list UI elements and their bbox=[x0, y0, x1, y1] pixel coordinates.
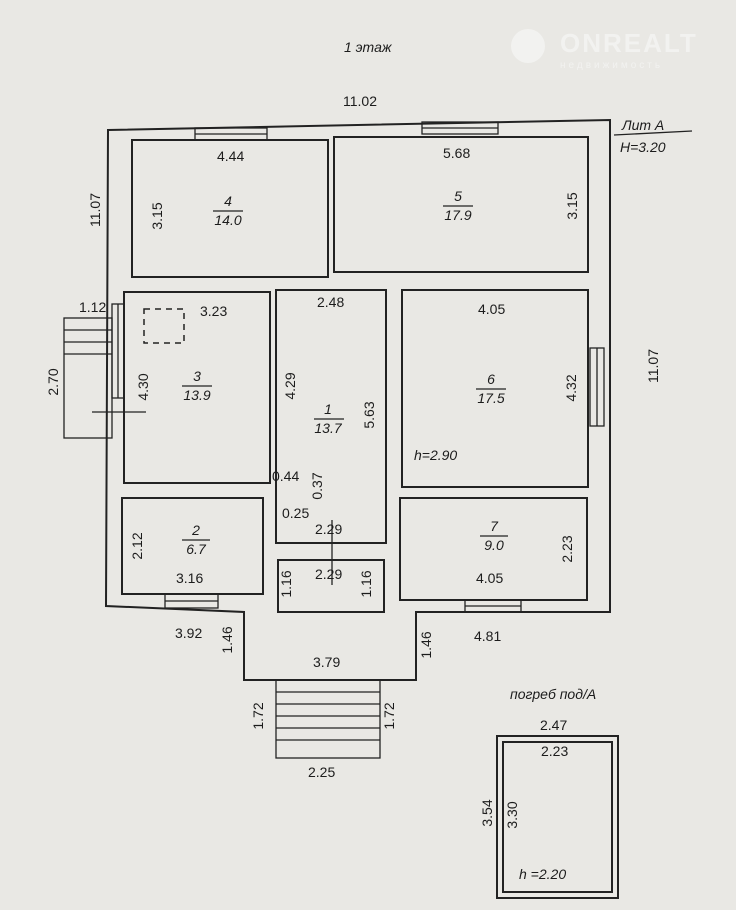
front-stairs bbox=[275, 520, 381, 759]
svg-text:3.23: 3.23 bbox=[200, 303, 227, 319]
room-6 bbox=[401, 289, 589, 488]
svg-text:4.29: 4.29 bbox=[282, 372, 298, 399]
cellar-outer bbox=[496, 735, 619, 899]
svg-text:17.5: 17.5 bbox=[477, 390, 504, 406]
svg-text:1.46: 1.46 bbox=[418, 631, 434, 658]
vestibule bbox=[277, 559, 385, 613]
watermark-logo: ONREALT недвижимость bbox=[511, 28, 698, 71]
svg-text:1.16: 1.16 bbox=[278, 570, 294, 597]
svg-text:2.25: 2.25 bbox=[308, 764, 335, 780]
svg-text:ONREALT: ONREALT bbox=[560, 28, 698, 58]
svg-text:1.46: 1.46 bbox=[219, 626, 235, 653]
svg-text:0.37: 0.37 bbox=[309, 472, 325, 499]
svg-text:2.47: 2.47 bbox=[540, 717, 567, 733]
svg-text:3.16: 3.16 bbox=[176, 570, 203, 586]
svg-text:4: 4 bbox=[224, 193, 232, 209]
svg-text:4.44: 4.44 bbox=[217, 148, 244, 164]
svg-text:4.30: 4.30 bbox=[135, 373, 151, 400]
cellar-labels: погреб под/А 2.47 2.23 3.54 3.30 h =2.20 bbox=[479, 686, 596, 882]
svg-text:5.68: 5.68 bbox=[443, 145, 470, 161]
svg-text:6: 6 bbox=[487, 371, 495, 387]
floor-title: 1 этаж bbox=[344, 39, 393, 55]
svg-text:9.0: 9.0 bbox=[484, 537, 504, 553]
svg-text:3.30: 3.30 bbox=[504, 801, 520, 828]
svg-text:7: 7 bbox=[490, 518, 499, 534]
svg-text:2.23: 2.23 bbox=[541, 743, 568, 759]
svg-text:13.7: 13.7 bbox=[314, 420, 342, 436]
svg-text:погреб под/А: погреб под/А bbox=[510, 686, 596, 702]
svg-text:2.23: 2.23 bbox=[559, 535, 575, 562]
svg-text:1.12: 1.12 bbox=[79, 299, 106, 315]
svg-text:4.81: 4.81 bbox=[474, 628, 501, 644]
svg-text:h =2.20: h =2.20 bbox=[519, 866, 566, 882]
svg-text:недвижимость: недвижимость bbox=[560, 60, 663, 71]
outer-wall bbox=[104, 118, 611, 681]
svg-text:17.9: 17.9 bbox=[444, 207, 471, 223]
svg-text:5: 5 bbox=[454, 188, 462, 204]
svg-text:3.15: 3.15 bbox=[564, 192, 580, 219]
svg-text:3.79: 3.79 bbox=[313, 654, 340, 670]
svg-text:H=3.20: H=3.20 bbox=[620, 139, 666, 155]
svg-text:11.07: 11.07 bbox=[87, 193, 103, 227]
svg-text:1.72: 1.72 bbox=[381, 702, 397, 729]
svg-text:1.16: 1.16 bbox=[358, 570, 374, 597]
svg-text:0.44: 0.44 bbox=[272, 468, 299, 484]
svg-text:13.9: 13.9 bbox=[183, 387, 210, 403]
hatch-dashed bbox=[143, 308, 185, 344]
svg-text:3.15: 3.15 bbox=[149, 202, 165, 229]
svg-text:4.32: 4.32 bbox=[563, 374, 579, 401]
svg-text:5.63: 5.63 bbox=[361, 401, 377, 428]
svg-text:14.0: 14.0 bbox=[214, 212, 241, 228]
svg-text:3: 3 bbox=[193, 368, 201, 384]
windows bbox=[111, 121, 605, 613]
svg-text:2.29: 2.29 bbox=[315, 521, 342, 537]
svg-text:3.92: 3.92 bbox=[175, 625, 202, 641]
room-5 bbox=[333, 136, 589, 273]
svg-text:6.7: 6.7 bbox=[186, 541, 207, 557]
svg-text:2.48: 2.48 bbox=[317, 294, 344, 310]
svg-text:2.12: 2.12 bbox=[129, 532, 145, 559]
svg-text:11.07: 11.07 bbox=[645, 349, 661, 383]
svg-text:2.70: 2.70 bbox=[45, 368, 61, 395]
svg-text:Лит А: Лит А bbox=[621, 117, 664, 133]
svg-text:1: 1 bbox=[324, 401, 332, 417]
left-porch-stairs bbox=[63, 317, 146, 439]
overall-width: 11.02 bbox=[343, 93, 377, 109]
svg-text:0.25: 0.25 bbox=[282, 505, 309, 521]
dimensions: 4.44 3.15 5.68 3.15 11.07 11.07 1.12 2.7… bbox=[45, 145, 661, 780]
svg-text:2: 2 bbox=[191, 522, 200, 538]
svg-text:3.54: 3.54 bbox=[479, 799, 495, 826]
room-1 bbox=[275, 289, 387, 544]
svg-text:4.05: 4.05 bbox=[478, 301, 505, 317]
cellar-inner bbox=[502, 741, 613, 893]
lit-label: Лит А H=3.20 bbox=[613, 117, 693, 155]
svg-text:2.29: 2.29 bbox=[315, 566, 342, 582]
svg-text:1.72: 1.72 bbox=[250, 702, 266, 729]
svg-text:h=2.90: h=2.90 bbox=[414, 447, 457, 463]
svg-text:4.05: 4.05 bbox=[476, 570, 503, 586]
room-labels: 1 13.7 2 6.7 3 13.9 4 14.0 5 17.9 6 17.5 7 9.0 bbox=[182, 188, 508, 557]
